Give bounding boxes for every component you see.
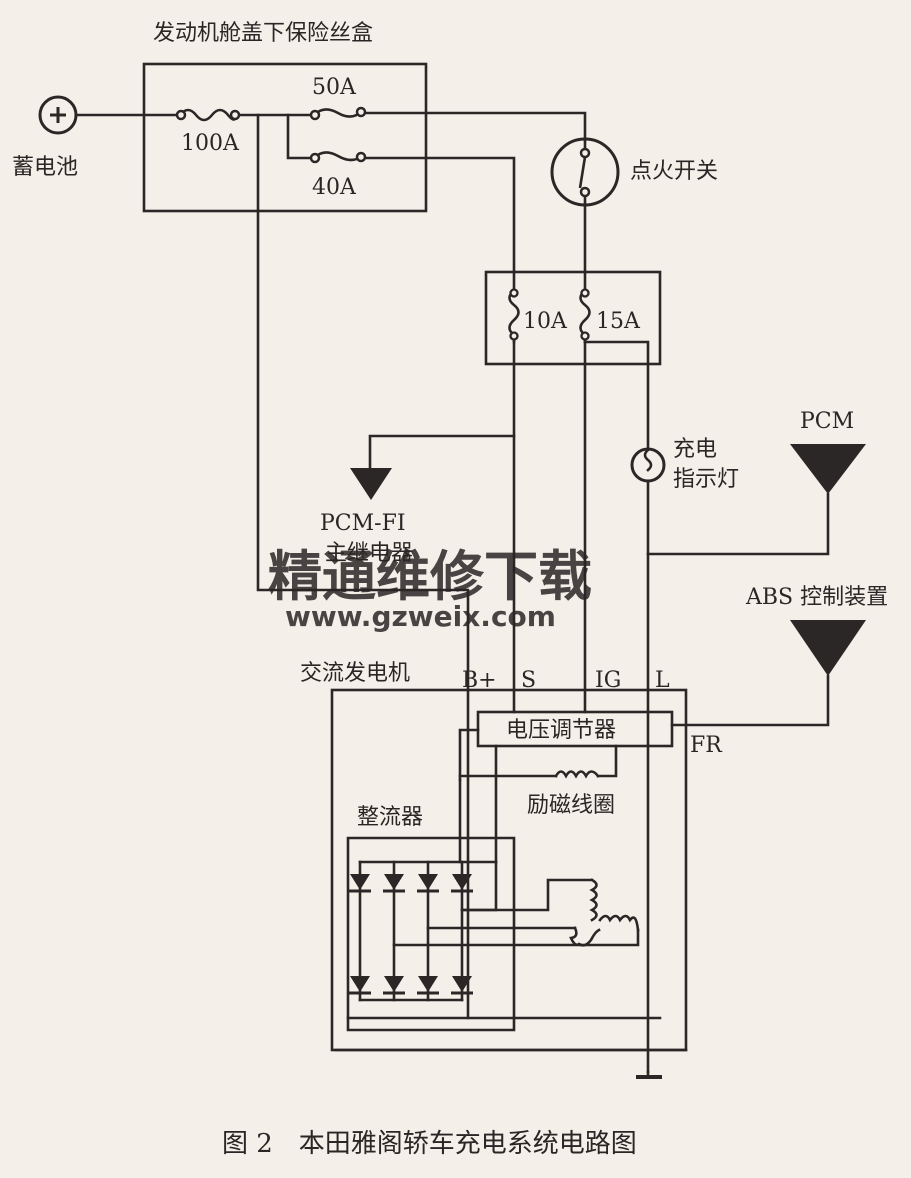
rectifier-label: 整流器: [357, 805, 423, 830]
diode-icon: [347, 872, 373, 893]
charge-lamp-symbol: [630, 447, 666, 483]
field-coil-label: 励磁线圈: [527, 793, 615, 818]
pcm-fi-label-2: 主继电器: [325, 541, 413, 566]
diode-icon: [381, 974, 407, 995]
pcm-label: PCM: [800, 409, 854, 434]
charge-lamp-label-2: 指示灯: [673, 467, 739, 492]
fuse-15a-label: 15A: [596, 309, 641, 334]
ignition-switch-label: 点火开关: [630, 159, 718, 184]
diode-icon: [347, 974, 373, 995]
fuse-15a: [579, 288, 591, 344]
field-coil-icon: [554, 770, 600, 779]
ignition-switch: [550, 137, 620, 207]
diode-icon: [449, 872, 475, 893]
abs-connector-icon: [790, 620, 866, 676]
diode-icon: [449, 974, 475, 995]
figure-caption: 图 2 本田雅阁轿车充电系统电路图: [222, 1129, 637, 1159]
battery-label: 蓄电池: [12, 155, 78, 180]
stator-winding-icon: [569, 878, 640, 947]
diode-icon: [415, 872, 441, 893]
fuse-100a-label: 100A: [181, 131, 240, 156]
fuse-10a-label: 10A: [523, 309, 568, 334]
fuse-50a-label: 50A: [312, 75, 357, 100]
voltage-regulator-label: 电压调节器: [506, 718, 616, 743]
alternator-housing: [330, 688, 688, 1052]
pcm-connector-icon: [790, 444, 866, 494]
terminal-s: S: [521, 668, 536, 693]
wires-internal: [334, 728, 688, 1078]
fuse-50a: [309, 106, 367, 121]
watermark-text: 精通维修下载: [268, 545, 592, 608]
battery-symbol: [38, 95, 78, 135]
fuse-10a: [508, 288, 520, 344]
abs-label: ABS 控制装置: [745, 585, 888, 610]
charge-lamp-label-1: 充电: [673, 437, 717, 462]
watermark-url: www.gzweix.com: [285, 600, 556, 633]
diode-icon: [381, 872, 407, 893]
fuse-40a-label: 40A: [312, 175, 357, 200]
alternator-label: 交流发电机: [300, 661, 410, 686]
pcm-fi-connector-icon: [350, 468, 392, 500]
fuse-box-title: 发动机舱盖下保险丝盒: [153, 21, 373, 46]
fuse-100a: [175, 108, 241, 122]
wires-control: [368, 340, 830, 1074]
terminal-fr: FR: [690, 733, 723, 758]
underhood-fuse-box: [142, 62, 428, 213]
terminal-l: L: [655, 668, 670, 693]
relay-fuse-box: [484, 270, 662, 366]
wires-main: [74, 111, 587, 1020]
pcm-fi-label-1: PCM-FI: [320, 511, 406, 536]
diode-icon: [415, 974, 441, 995]
fuse-40a: [309, 151, 367, 164]
